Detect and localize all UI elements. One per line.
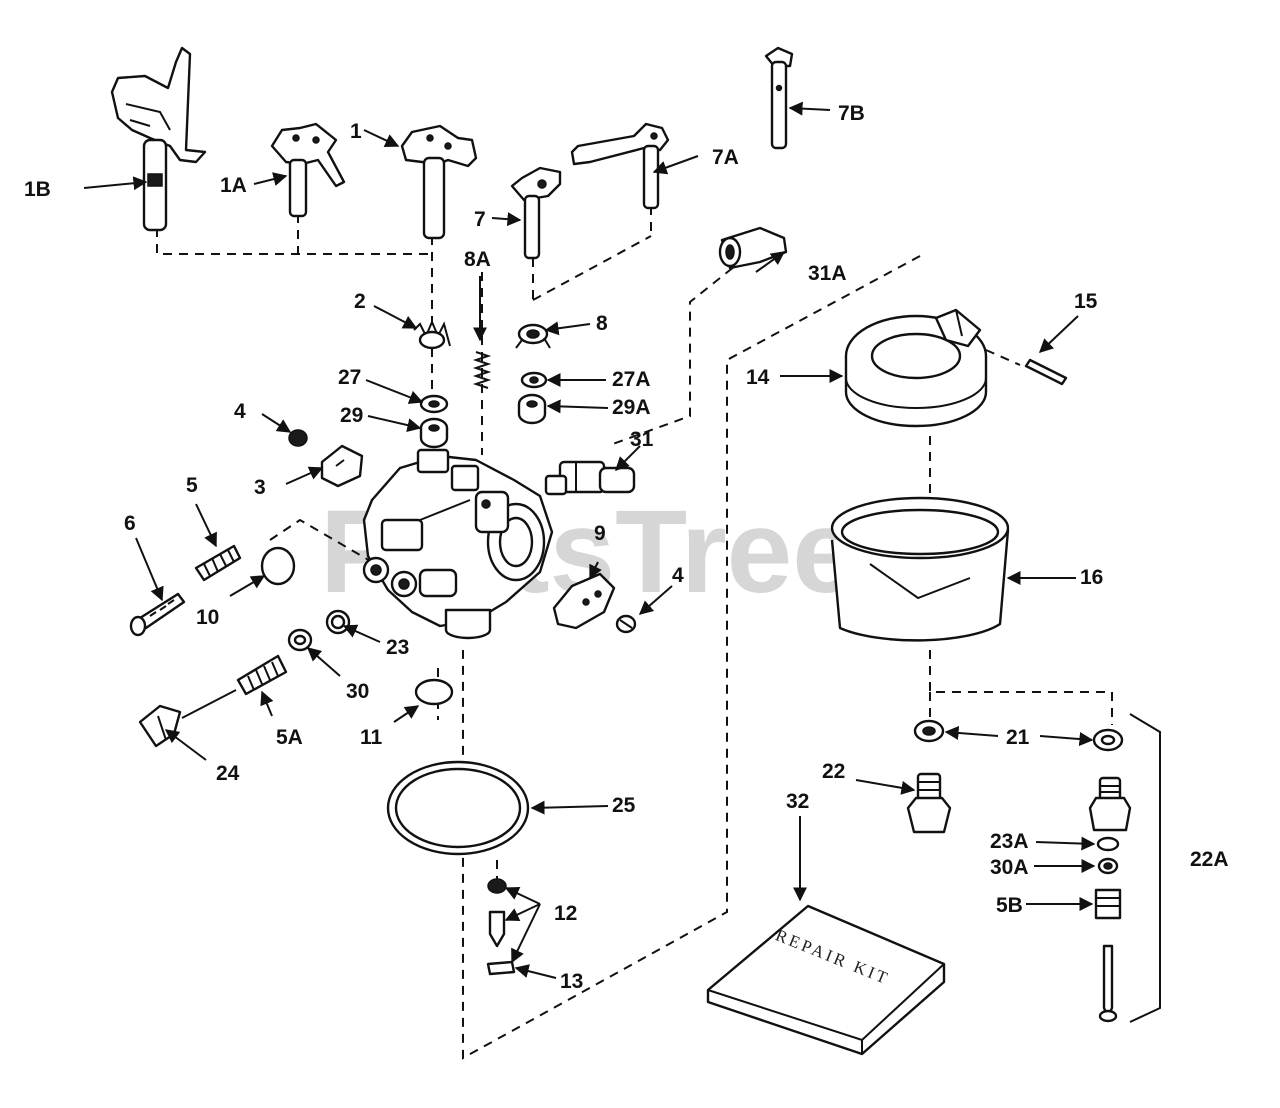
part-7b-shaft [764, 46, 794, 150]
part-23-o-ring [325, 609, 351, 635]
label-15: 15 [1074, 290, 1098, 313]
callout-labels: 1B 1A 1 7 7A 7B 8A 2 8 27 27A 29 29A 4 3… [24, 102, 1229, 993]
label-8a: 8A [464, 248, 491, 271]
part-31-fuel-fitting [544, 460, 636, 496]
part-22a-bowl-nut-assembly [1088, 713, 1161, 1023]
label-16: 16 [1080, 566, 1103, 589]
part-2-spring [413, 319, 451, 350]
part-30-washer [287, 628, 313, 652]
part-6-idle-screw [129, 592, 186, 637]
carburetor-body [362, 448, 554, 640]
label-30a: 30A [990, 856, 1029, 879]
part-22-bowl-nut [906, 772, 952, 834]
label-8: 8 [596, 312, 608, 335]
part-12-needle-and-seat [487, 878, 507, 948]
label-4-right: 4 [672, 564, 684, 587]
part-31a-fitting [718, 226, 788, 270]
label-29: 29 [340, 404, 363, 427]
dashed-guides [156, 206, 1113, 1060]
label-30: 30 [346, 680, 369, 703]
label-2: 2 [354, 290, 366, 313]
label-9: 9 [594, 522, 606, 545]
label-4-left: 4 [234, 400, 246, 423]
label-3: 3 [254, 476, 266, 499]
part-7-choke-shaft [510, 166, 562, 260]
part-15-float-pin [1024, 358, 1068, 386]
label-22: 22 [822, 760, 845, 783]
label-7: 7 [474, 208, 486, 231]
label-7a: 7A [712, 146, 739, 169]
label-11: 11 [360, 726, 383, 749]
label-27: 27 [338, 366, 361, 389]
part-16-float-bowl [830, 496, 1010, 642]
label-27a: 27A [612, 368, 651, 391]
part-29-bushing [419, 417, 449, 449]
label-10: 10 [196, 606, 219, 629]
label-31: 31 [630, 428, 654, 451]
part-7a-choke-lever [570, 122, 670, 210]
part-21-washer-right [1092, 728, 1124, 752]
part-8-spring [515, 323, 551, 349]
label-23a: 23A [990, 830, 1029, 853]
part-4-screw-right [615, 614, 637, 634]
label-25: 25 [612, 794, 636, 817]
label-1a: 1A [220, 174, 247, 197]
label-13: 13 [560, 970, 583, 993]
part-32-repair-kit: REPAIR KIT [706, 904, 946, 1056]
part-3-throttle-valve [320, 444, 364, 488]
part-27a-seal [520, 371, 548, 389]
part-5-spring [194, 544, 242, 582]
label-6: 6 [124, 512, 136, 535]
leader-arrows [83, 101, 1096, 979]
part-13-clip [486, 960, 516, 976]
label-23: 23 [386, 636, 409, 659]
part-21-washer-left [913, 719, 945, 743]
part-27-seal [419, 394, 449, 414]
part-10-welch-plug [260, 546, 296, 586]
label-21: 21 [1006, 726, 1030, 749]
part-1b-throttle-bracket [110, 46, 207, 232]
part-8a-spring [472, 351, 492, 389]
part-5a-spring [236, 654, 288, 696]
part-24-mixture-needle [138, 689, 237, 748]
part-11-welch-plug [414, 678, 454, 706]
label-1b: 1B [24, 178, 51, 201]
part-1-throttle-plate-shaft [400, 124, 478, 240]
label-7b: 7B [838, 102, 865, 125]
label-14: 14 [746, 366, 770, 389]
label-31a: 31A [808, 262, 847, 285]
label-5a: 5A [276, 726, 303, 749]
part-9-choke-valve [552, 572, 616, 630]
part-1a-throttle-lever [270, 122, 346, 218]
label-12: 12 [554, 902, 577, 925]
part-4-screw-left [288, 429, 308, 447]
label-24: 24 [216, 762, 240, 785]
label-5b: 5B [996, 894, 1023, 917]
part-14-float [844, 308, 988, 428]
part-29a-bushing [517, 393, 547, 425]
label-22a: 22A [1190, 848, 1229, 871]
part-25-bowl-gasket [386, 760, 530, 856]
label-32: 32 [786, 790, 809, 813]
label-1: 1 [350, 120, 362, 143]
label-5: 5 [186, 474, 198, 497]
label-29a: 29A [612, 396, 651, 419]
